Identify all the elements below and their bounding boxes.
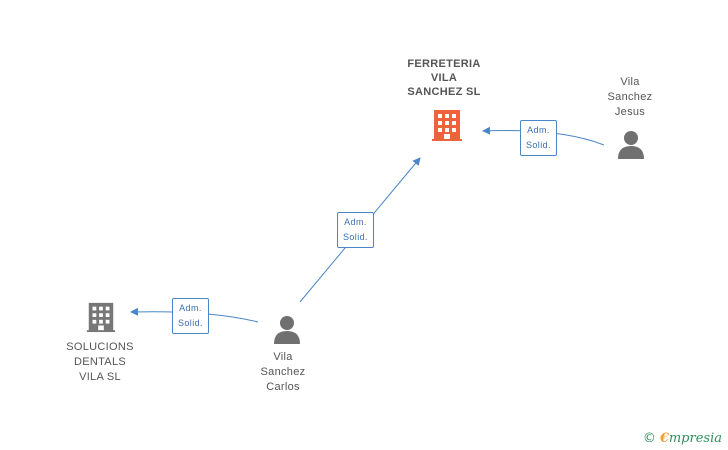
label-line: Vila	[273, 351, 293, 363]
edge-label-line: Adm.	[344, 217, 367, 227]
edge-label-line: Solid.	[526, 140, 551, 150]
label-line: SANCHEZ SL	[407, 86, 481, 98]
label-line: VILA	[430, 72, 458, 84]
node-label-ferreteria: FERRETERIA VILA SANCHEZ SL	[394, 57, 494, 99]
label-line: Sanchez	[607, 91, 653, 103]
building-icon[interactable]	[430, 108, 464, 142]
label-line: Carlos	[266, 381, 300, 393]
label-line: DENTALS	[73, 356, 127, 368]
brand-name: mpresia	[668, 431, 722, 446]
building-icon[interactable]	[85, 300, 117, 334]
person-icon[interactable]	[616, 130, 646, 160]
edge-label-carlos-ferreteria[interactable]: Adm. Solid.	[337, 212, 374, 248]
label-line: Jesus	[614, 106, 646, 118]
edge-label-line: Adm.	[179, 303, 202, 313]
copyright-symbol: ©	[642, 431, 656, 446]
edge-label-line: Solid.	[178, 318, 203, 328]
label-line: Sanchez	[260, 366, 306, 378]
node-label-jesus: Vila Sanchez Jesus	[592, 75, 668, 120]
edge-label-line: Adm.	[527, 125, 550, 135]
label-line: Vila	[620, 76, 640, 88]
label-line: SOLUCIONS	[66, 341, 134, 353]
brand-initial: €	[659, 431, 669, 446]
edge-label-jesus[interactable]: Adm. Solid.	[520, 120, 557, 156]
label-line: VILA SL	[79, 371, 121, 383]
node-label-dentals: SOLUCIONS DENTALS VILA SL	[55, 340, 145, 385]
empresia-watermark: ©€mpresia	[643, 431, 722, 446]
person-icon[interactable]	[272, 315, 302, 345]
edge-label-carlos-dentals[interactable]: Adm. Solid.	[172, 298, 209, 334]
label-line: FERRETERIA	[407, 58, 481, 70]
node-label-carlos: Vila Sanchez Carlos	[245, 350, 321, 395]
edge-label-line: Solid.	[343, 232, 368, 242]
